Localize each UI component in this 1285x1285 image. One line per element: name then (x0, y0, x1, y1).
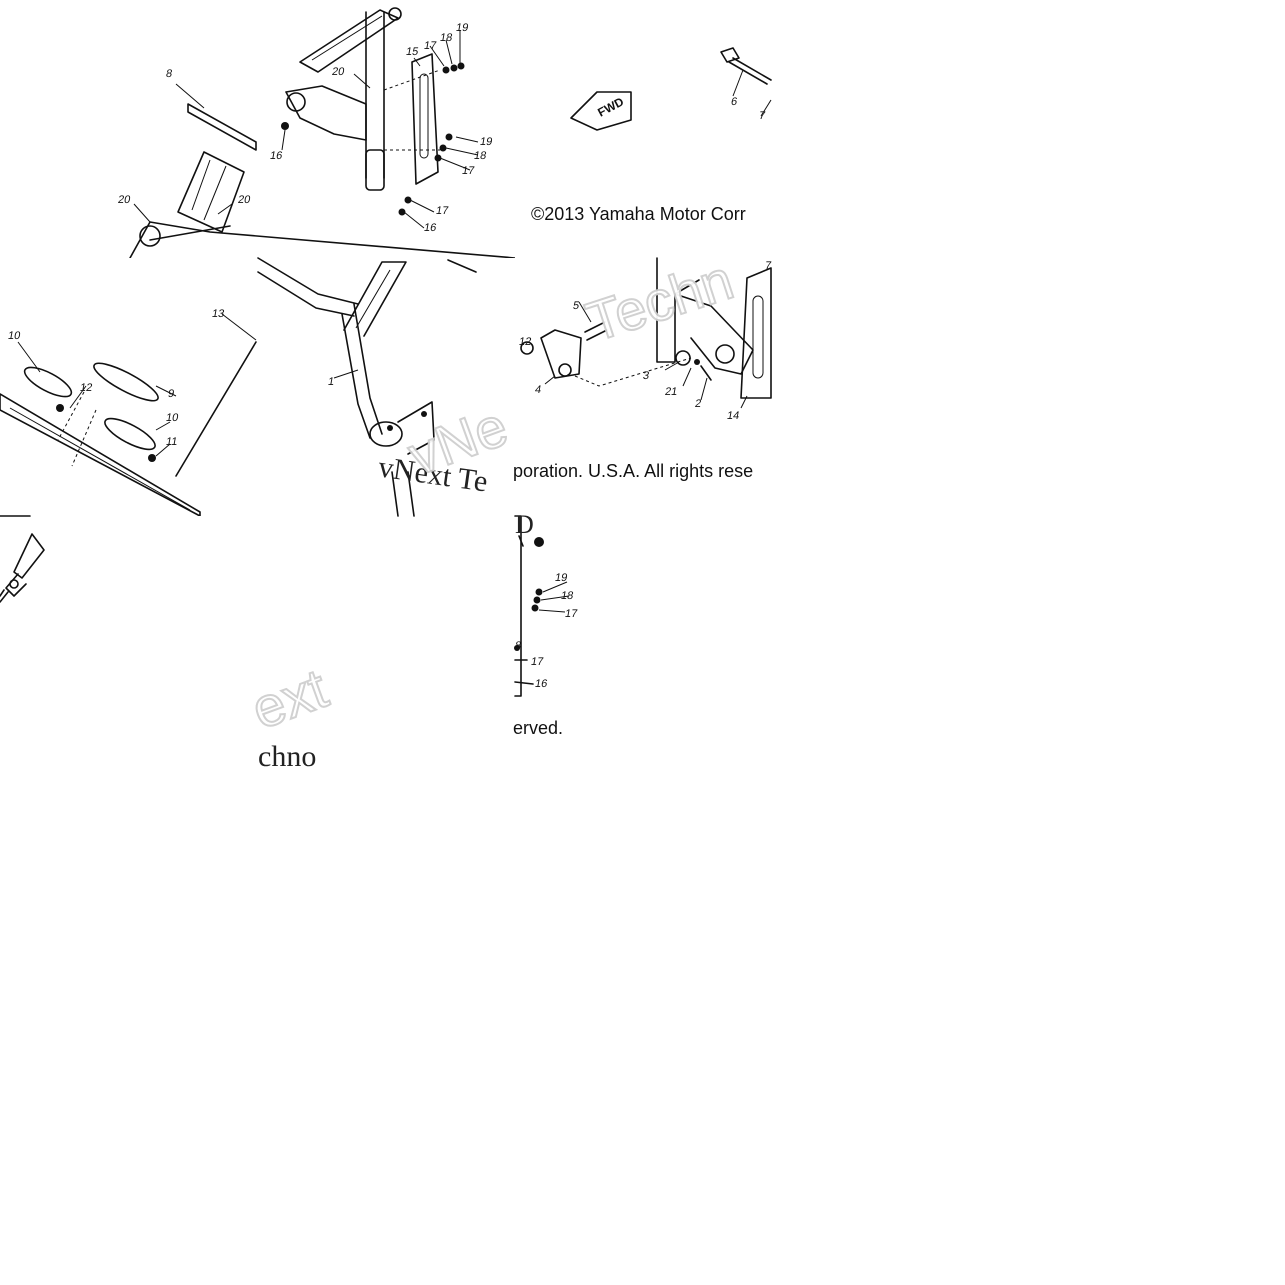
callout: 19 (478, 136, 494, 148)
exploded-view-strip-drawing (0, 313, 257, 517)
callout: 12 (78, 382, 94, 394)
watermark-text: chno (258, 740, 317, 773)
callout: 21 (663, 386, 679, 398)
callout: 18 (472, 150, 488, 162)
copyright-line-2: poration. U.S.A. All rights rese (513, 461, 754, 481)
callout: 16 (533, 678, 549, 690)
exploded-view-knob-drawing (0, 515, 45, 603)
callout: 17 (563, 608, 579, 620)
callout: 17 (460, 165, 476, 177)
callout: 17 (422, 40, 438, 52)
callout: 17 (529, 656, 545, 668)
exploded-view-frame-drawing (257, 257, 477, 517)
callout: 10 (164, 412, 180, 424)
diagram-tile-bottom-right: 19 18 17 8 17 16 D erved. (513, 510, 773, 774)
callout: 15 (404, 46, 420, 58)
diagram-tile-bottom-left (0, 515, 258, 774)
callout: 10 (6, 330, 22, 342)
diagram-tile-center: 1 vNext Te vNe (257, 257, 516, 517)
diagram-tile-mid-left: 10 12 9 10 11 13 (0, 258, 258, 517)
callout: 19 (454, 22, 470, 34)
callout: 20 (236, 194, 252, 206)
callout: 11 (164, 436, 179, 448)
diagram-tile-top-left: 19 18 17 15 20 16 19 18 17 17 16 8 20 20 (0, 0, 516, 259)
exploded-view-fastener-drawing (514, 515, 570, 697)
callout: 16 (422, 222, 438, 234)
callout: 20 (116, 194, 132, 206)
callout: 18 (438, 32, 454, 44)
callout: 12 (517, 336, 533, 348)
copyright-line-1: ©2013 Yamaha Motor Corr (531, 204, 746, 224)
copyright-line-3: erved. (513, 718, 564, 738)
diagram-tile-bottom-center: ext chno (242, 516, 336, 774)
callout: 16 (268, 150, 284, 162)
diagram-tile-top-right: FWD 6 7 ©2013 Yamaha Motor Corr (515, 0, 773, 258)
callout: 20 (330, 66, 346, 78)
exploded-view-lever-drawing (520, 257, 772, 409)
callout: 13 (210, 308, 226, 320)
exploded-view-bracket-drawing (129, 7, 516, 259)
exploded-view-bolt-drawing (570, 47, 772, 131)
callout: 18 (559, 590, 575, 602)
callout: 14 (725, 410, 741, 422)
callout: 17 (434, 205, 450, 217)
diagram-tile-mid-right: 5 12 4 3 21 2 14 7 Techn poration. U.S.A… (513, 246, 773, 516)
callout: 19 (553, 572, 569, 584)
